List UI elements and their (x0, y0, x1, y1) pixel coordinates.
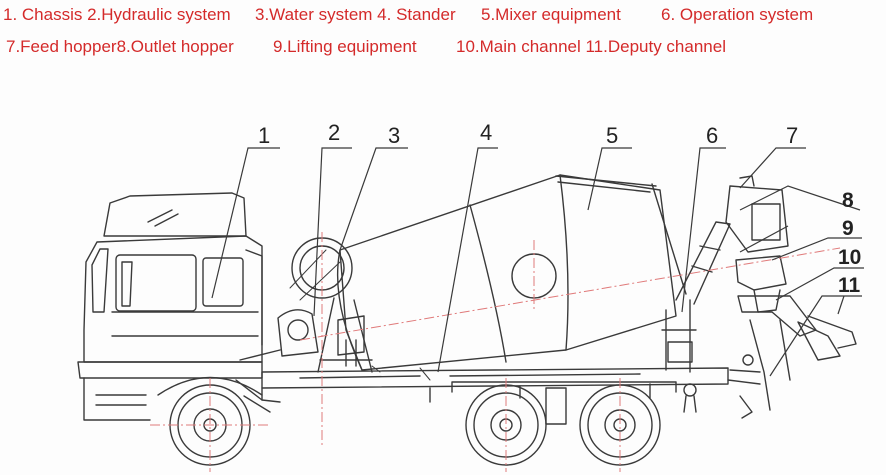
front-stand (317, 297, 373, 373)
callout-labels: 1 2 3 4 5 6 7 8 9 10 11 (258, 120, 861, 297)
legend-row-2: 7.Feed hopper8.Outlet hopper 9.Lifting e… (0, 36, 886, 58)
pipe-lines (289, 249, 431, 381)
cab (77, 192, 263, 421)
lifting-equipment (727, 319, 791, 419)
deputy-channel (807, 315, 857, 349)
legend-item-water-stander: 3.Water system 4. Stander (255, 5, 456, 24)
rear-fender (451, 381, 677, 393)
callout-3: 3 (388, 123, 400, 148)
callout-10: 10 (838, 246, 861, 269)
callout-5: 5 (606, 123, 618, 148)
callout-4: 4 (480, 120, 492, 145)
callout-9: 9 (842, 217, 854, 240)
legend-item-lifting: 9.Lifting equipment (273, 37, 417, 56)
legend-item-operation: 6. Operation system (661, 5, 814, 24)
mixer-drum (336, 174, 687, 371)
center-lines (150, 232, 841, 472)
callout-6: 6 (706, 123, 718, 148)
callout-8: 8 (842, 189, 854, 212)
truck-drawing (77, 174, 857, 466)
feed-hopper (725, 175, 789, 253)
legend-item-mixer: 5.Mixer equipment (481, 5, 621, 24)
leader-lines (211, 147, 864, 377)
callout-11: 11 (838, 274, 861, 297)
legend-item-hoppers: 7.Feed hopper8.Outlet hopper (6, 37, 234, 56)
legend-item-chassis-hydraulic: 1. Chassis 2.Hydraulic system (3, 5, 231, 24)
axle-box (545, 387, 567, 425)
callout-2: 2 (328, 120, 340, 145)
legend-item-channels: 10.Main channel 11.Deputy channel (456, 37, 726, 56)
outlet-hopper (735, 255, 787, 313)
chassis-frame (261, 367, 729, 403)
callout-7: 7 (786, 123, 798, 148)
rear-stand (661, 221, 731, 413)
legend-row-1: 1. Chassis 2.Hydraulic system 3.Water sy… (0, 4, 886, 26)
callout-1: 1 (258, 123, 270, 148)
main-channel (737, 295, 841, 361)
